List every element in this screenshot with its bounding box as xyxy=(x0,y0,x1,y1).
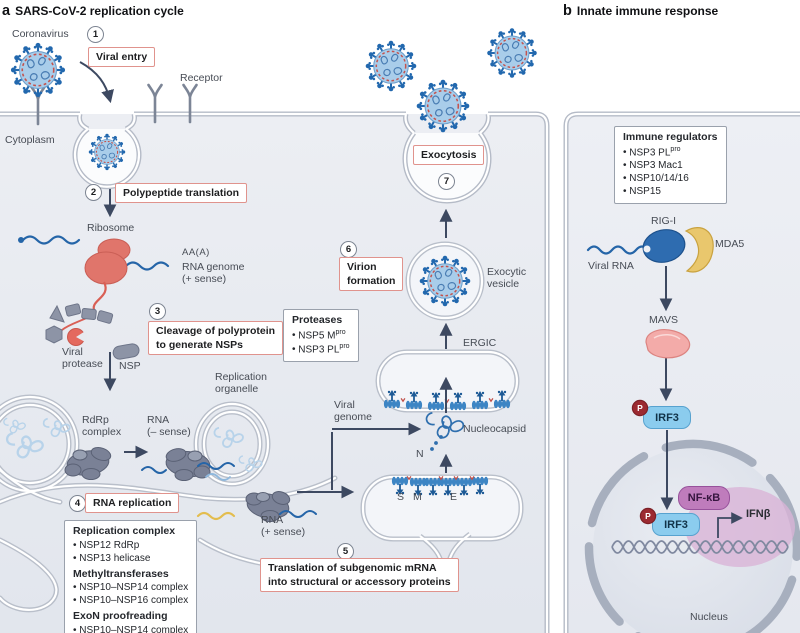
label-viral-rna: Viral RNA xyxy=(588,260,634,272)
list-item: NSP10–NSP16 complex xyxy=(73,594,188,607)
replication-complex-box: Replication complex NSP12 RdRp NSP13 hel… xyxy=(64,520,198,633)
label-nucleocapsid: Nucleocapsid xyxy=(463,423,527,435)
rna-strands xyxy=(141,462,317,521)
viral-protease-icon xyxy=(67,328,87,346)
label-nsp: NSP xyxy=(119,360,141,372)
label-rna-minus-sense: RNA(– sense) xyxy=(147,414,191,439)
phospho-badge: P xyxy=(641,509,655,523)
step-box-exocytosis: Exocytosis xyxy=(413,145,485,166)
nucleocapsid-icon xyxy=(425,411,465,451)
nfkb-chip: NF-κB xyxy=(678,486,730,510)
nsp-icon xyxy=(112,343,140,360)
step-box-rna-replication: RNA replication xyxy=(85,493,180,514)
step-circle-7: 7 xyxy=(438,173,455,190)
label-m-protein: M xyxy=(413,491,422,503)
immune-regulators-box: Immune regulators NSP3 PLpro NSP3 Mac1 N… xyxy=(614,126,727,204)
proteases-box: Proteases NSP5 Mpro NSP3 PLpro xyxy=(283,309,359,363)
label-poly-a-tail: AA(A) xyxy=(182,247,210,258)
list-item: NSP12 RdRp xyxy=(73,539,188,552)
ergic-compartment xyxy=(375,349,520,413)
step-circle-1: 1 xyxy=(87,26,104,43)
label-ergic: ERGIC xyxy=(463,337,497,349)
ribosome-icon xyxy=(18,235,170,313)
polyprotein-icon xyxy=(45,303,140,360)
mavs-icon xyxy=(645,329,691,359)
label-rna-plus-sense: RNA(+ sense) xyxy=(261,514,306,539)
viral-rna-icon xyxy=(586,245,650,255)
step-box-virion-formation: Virion formation xyxy=(339,257,404,292)
label-rig-i: RIG-I xyxy=(651,215,677,227)
list-item: NSP3 PLpro xyxy=(292,342,349,356)
step-circle-2: 2 xyxy=(85,184,102,201)
step-box-polypeptide-translation: Polypeptide translation xyxy=(115,183,248,204)
label-mda5: MDA5 xyxy=(715,238,745,250)
step-box-translation-subgenomic: Translation of subgenomic mRNA into stru… xyxy=(260,558,459,593)
list-item: NSP10/14/16 xyxy=(623,172,718,185)
rdrp-complex-icon xyxy=(64,447,291,522)
step-circle-4: 4 xyxy=(69,495,86,512)
list-item: NSP13 helicase xyxy=(73,552,188,565)
step-box-cleavage: Cleavage of polyprotein to generate NSPs xyxy=(148,321,284,356)
signaling-arrows xyxy=(659,266,743,538)
step-box-viral-entry: Viral entry xyxy=(88,47,156,68)
rig-i-icon xyxy=(642,229,686,263)
label-cytoplasm: Cytoplasm xyxy=(5,134,55,146)
list-item: NSP5 Mpro xyxy=(292,328,350,342)
label-s-protein: S xyxy=(397,491,405,503)
dna-helix-icon xyxy=(611,540,789,554)
label-ribosome: Ribosome xyxy=(87,222,135,234)
label-coronavirus: Coronavirus xyxy=(12,28,69,40)
label-rna-genome: RNA genome(+ sense) xyxy=(182,261,245,286)
mda5-icon xyxy=(684,227,714,273)
label-receptor: Receptor xyxy=(180,72,223,84)
step-circle-6: 6 xyxy=(340,241,357,258)
phospho-badge: P xyxy=(633,401,647,415)
list-item: NSP15 xyxy=(623,185,718,198)
step-circle-3: 3 xyxy=(149,303,166,320)
label-e-protein: E xyxy=(450,491,458,503)
label-nucleus: Nucleus xyxy=(690,611,728,623)
panel-b-artwork xyxy=(563,111,800,633)
label-ifnb: IFNβ xyxy=(746,508,771,520)
list-item: NSP10–NSP14 complex xyxy=(73,581,188,594)
flow-arrows xyxy=(79,61,453,499)
label-n-protein: N xyxy=(416,448,424,460)
list-item: NSP10–NSP14 complex xyxy=(73,624,188,633)
list-item: NSP3 PLpro xyxy=(623,145,718,159)
irf3-cytoplasm-chip: IRF3 xyxy=(643,406,691,429)
irf3-nucleus-chip: IRF3 xyxy=(652,513,700,536)
list-item: NSP3 Mac1 xyxy=(623,159,718,172)
label-mavs: MAVS xyxy=(649,314,678,326)
